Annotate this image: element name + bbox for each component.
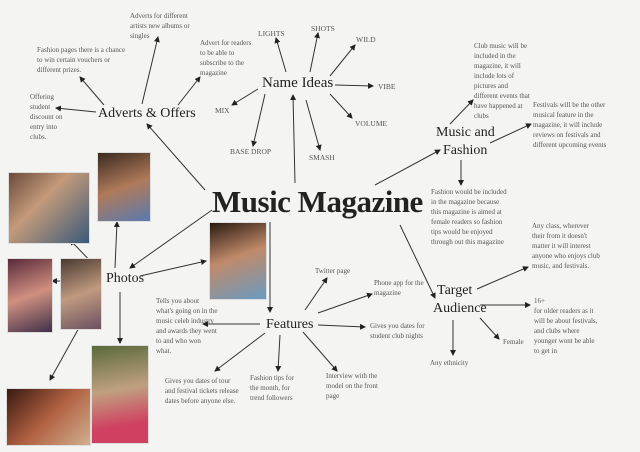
photo [60, 258, 102, 330]
adverts-node: Adverts & Offers [98, 106, 196, 121]
adverts-note: Advert for readers to be able to subscri… [200, 39, 252, 77]
photo [97, 152, 151, 222]
photos-node: Photos [106, 271, 145, 286]
target-audience-node-line2: Audience [433, 301, 487, 316]
features-note: Fashion tips for the month, for trend fo… [250, 374, 294, 402]
features-note: Interview with the model on the front pa… [326, 372, 378, 400]
features-node: Features [266, 317, 314, 332]
features-note: Gives you dates for student club nights [370, 322, 425, 340]
features-note: Phone app for the magazine [374, 279, 424, 297]
music-fashion-node-line2: Fashion [443, 143, 488, 158]
adverts-note: Offering student discount on entry into … [30, 93, 63, 141]
name-idea: VOLUME [355, 119, 388, 128]
adverts-note: Adverts for different artists new albums… [130, 12, 190, 40]
target-audience-node: Target [437, 283, 473, 298]
music-fashion-note: Club music will be included in the magaz… [474, 42, 530, 120]
name-idea: LIGHTS [258, 29, 285, 38]
name-idea: BASE DROP [230, 147, 272, 156]
target-note: for older readers as it will be about fe… [534, 307, 598, 355]
target-note: Any class, wherever their from it doesn'… [532, 222, 600, 270]
photo [7, 258, 53, 333]
target-note: Female [503, 338, 524, 346]
name-idea: VIBE [378, 82, 396, 91]
music-fashion-note: Fashion would be included in the magazin… [431, 188, 507, 246]
features-note: Gives you dates of tour and festival tic… [165, 377, 239, 405]
photo [6, 388, 91, 446]
target-note: 16+ [534, 297, 545, 305]
features-note: Twitter page [315, 267, 351, 275]
central-title: Music Magazine [212, 184, 423, 219]
name-idea: WILD [356, 35, 376, 44]
photo [8, 172, 90, 244]
name-ideas-node: Name Ideas [262, 75, 334, 91]
music-fashion-note: Festivals will be the other musical feat… [533, 101, 607, 149]
name-idea: MIX [215, 106, 230, 115]
target-note: Any ethnicity [430, 359, 469, 367]
photo [209, 222, 267, 300]
music-fashion-node: Music and [436, 125, 495, 140]
photo [91, 345, 149, 444]
features-note: Tells you about what's going on in the m… [156, 297, 218, 355]
name-idea: SMASH [309, 153, 335, 162]
adverts-note: Fashion pages there is a chance to win c… [37, 46, 126, 74]
name-idea: SHOTS [311, 24, 335, 33]
